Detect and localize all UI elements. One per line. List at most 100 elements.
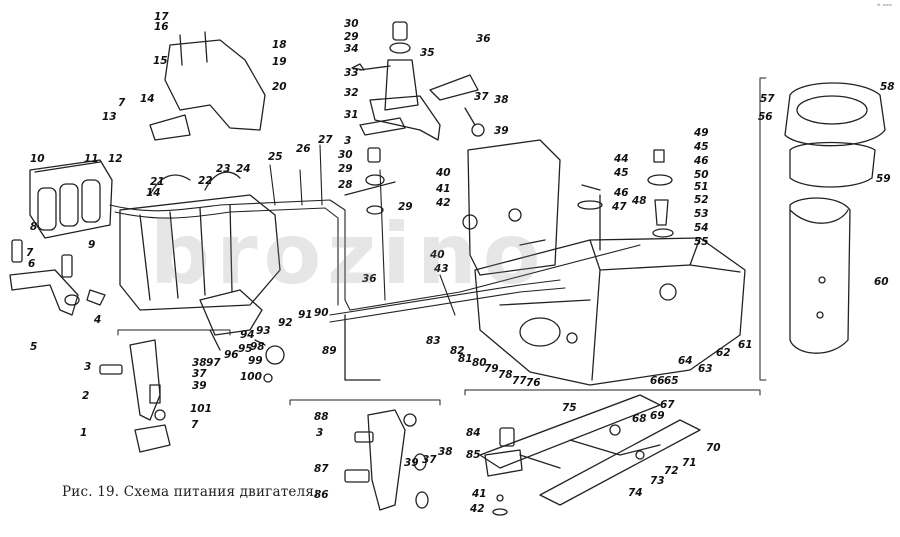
- fuel-tank: [474, 237, 746, 386]
- label-70: 70: [706, 442, 721, 454]
- label-7c: 7: [191, 419, 199, 431]
- label-36b: 36: [362, 273, 377, 285]
- injection-pump: [119, 171, 281, 311]
- label-4: 4: [93, 314, 101, 326]
- fuel-filter-assembly: [29, 159, 113, 239]
- label-39: 39: [494, 125, 509, 137]
- bracket-15: [149, 31, 266, 141]
- label-15: 15: [153, 55, 168, 67]
- label-10: 10: [30, 153, 45, 165]
- label-79: 79: [484, 363, 499, 375]
- label-52: 52: [694, 194, 709, 206]
- label-81: 81: [458, 353, 473, 365]
- label-73: 73: [650, 475, 665, 487]
- label-84: 84: [466, 427, 481, 439]
- label-36: 36: [476, 33, 491, 45]
- label-63: 63: [698, 363, 713, 375]
- label-3: 3: [84, 361, 91, 373]
- label-19: 19: [272, 56, 287, 68]
- label-33: 33: [344, 67, 359, 79]
- tank-straps: [479, 394, 701, 506]
- label-3c: 3: [344, 135, 351, 147]
- label-68: 68: [632, 413, 647, 425]
- label-48: 48: [631, 195, 647, 207]
- label-30: 30: [344, 18, 359, 30]
- label-92: 92: [278, 317, 293, 329]
- label-25: 25: [268, 151, 283, 163]
- label-29c: 29: [398, 201, 413, 213]
- filter-housing-57-60: [784, 82, 886, 354]
- label-64: 64: [678, 355, 693, 367]
- label-37b: 37: [192, 368, 207, 380]
- label-95: 95: [238, 343, 253, 355]
- label-5: 5: [30, 341, 37, 353]
- label-85: 85: [466, 449, 481, 461]
- label-80: 80: [472, 357, 487, 369]
- label-60: 60: [874, 276, 889, 288]
- label-56: 56: [758, 111, 773, 123]
- label-40b: 40: [429, 249, 445, 261]
- label-20: 20: [272, 81, 287, 93]
- label-16: 16: [154, 21, 169, 33]
- tank-sender-parts: [577, 149, 674, 251]
- label-11: 11: [84, 153, 99, 165]
- label-40: 40: [435, 167, 451, 179]
- label-29: 29: [344, 31, 359, 43]
- label-22: 22: [198, 175, 213, 187]
- label-58: 58: [880, 81, 895, 93]
- label-62: 62: [716, 347, 731, 359]
- label-21: 21: [150, 176, 165, 188]
- label-100: 100: [240, 371, 262, 383]
- bracket-86-88: [344, 409, 429, 511]
- label-96: 96: [224, 349, 239, 361]
- label-82: 82: [450, 345, 465, 357]
- label-31: 31: [344, 109, 359, 121]
- label-93: 93: [256, 325, 271, 337]
- label-46: 46: [613, 187, 629, 199]
- label-38c: 38: [438, 446, 453, 458]
- label-42b: 42: [469, 503, 485, 515]
- label-78: 78: [498, 369, 513, 381]
- label-41: 41: [435, 183, 451, 195]
- label-35: 35: [420, 47, 435, 59]
- label-99: 99: [248, 355, 263, 367]
- label-77: 77: [512, 375, 527, 387]
- small-parts-28-30: [344, 147, 396, 215]
- label-9: 9: [88, 239, 95, 251]
- label-74: 74: [628, 487, 643, 499]
- label-57: 57: [760, 93, 775, 105]
- label-55: 55: [694, 236, 709, 248]
- label-18: 18: [272, 39, 287, 51]
- valve-assembly: [351, 21, 485, 141]
- label-42: 42: [435, 197, 451, 209]
- label-50: 50: [694, 169, 709, 181]
- label-7b: 7: [118, 97, 126, 109]
- label-94: 94: [240, 329, 255, 341]
- label-30b: 30: [338, 149, 353, 161]
- label-87: 87: [314, 463, 329, 475]
- label-97: 97: [206, 357, 221, 369]
- label-26: 26: [296, 143, 311, 155]
- label-3b: 3: [316, 427, 323, 439]
- label-45: 45: [613, 167, 629, 179]
- label-12: 12: [108, 153, 123, 165]
- label-69: 69: [650, 410, 665, 422]
- label-49: 49: [693, 127, 709, 139]
- label-51: 51: [694, 181, 709, 193]
- label-29b: 29: [338, 163, 353, 175]
- linkage-5-8: [9, 239, 106, 316]
- hand-pump-89-100: [199, 289, 381, 383]
- label-98: 98: [250, 341, 265, 353]
- label-17: 17: [154, 11, 169, 23]
- label-54: 54: [694, 222, 709, 234]
- label-13: 13: [102, 111, 117, 123]
- bracket-84-85: [484, 427, 523, 516]
- label-88: 88: [314, 411, 329, 423]
- label-38b: 38: [192, 357, 207, 369]
- label-66: 66: [650, 375, 665, 387]
- figure-caption: Рис. 19. Схема питания двигателя:: [62, 484, 319, 500]
- label-8: 8: [30, 221, 37, 233]
- label-39c: 39: [404, 457, 419, 469]
